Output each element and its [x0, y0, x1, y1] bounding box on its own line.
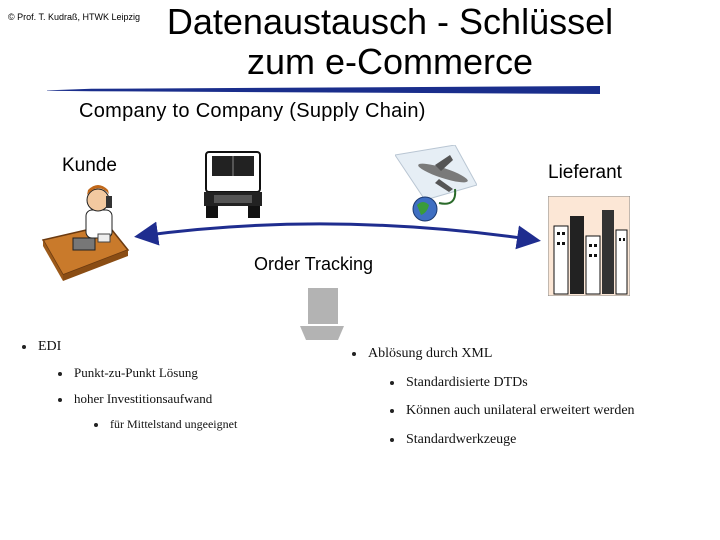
- order-tracking-label: Order Tracking: [254, 254, 374, 274]
- diagram-subtitle: Company to Company (Supply Chain): [79, 100, 426, 122]
- list-item: für Mittelstand ungeeignet: [94, 417, 237, 432]
- list-item: hoher Investitionsaufwand: [58, 391, 212, 407]
- truck-icon: [204, 151, 262, 218]
- list-item: Standardisierte DTDs: [390, 375, 528, 391]
- customer-label: Kunde: [62, 155, 117, 176]
- bullet-icon: [58, 372, 62, 377]
- bullet-icon: [390, 408, 394, 413]
- list-item: Standardwerkzeuge: [390, 432, 516, 448]
- computer-terminal-icon: [300, 288, 344, 340]
- copyright-text: © Prof. T. Kudraß, HTWK Leipzig: [8, 12, 141, 22]
- list-item: Können auch unilateral erweitert werden: [390, 403, 635, 419]
- list-item-xml: Ablösung durch XML: [352, 346, 492, 362]
- bullet-icon: [22, 344, 26, 349]
- bullet-icon: [352, 351, 356, 356]
- double-arrow: [134, 221, 541, 250]
- bullet-icon: [390, 437, 394, 442]
- bullet-icon: [58, 398, 62, 403]
- bullet-icon: [390, 380, 394, 385]
- title-underline: [47, 86, 600, 94]
- list-item: Punkt-zu-Punkt Lösung: [58, 365, 198, 381]
- airplane-globe-icon: [395, 145, 477, 222]
- supplier-label: Lieferant: [548, 162, 622, 183]
- city-buildings-icon: [548, 196, 630, 296]
- bullet-icon: [94, 423, 98, 428]
- page-title: Datenaustausch - Schlüssel zum e-Commerc…: [166, 1, 614, 82]
- person-at-desk-icon: [41, 185, 130, 281]
- list-item-edi: EDI: [22, 339, 61, 355]
